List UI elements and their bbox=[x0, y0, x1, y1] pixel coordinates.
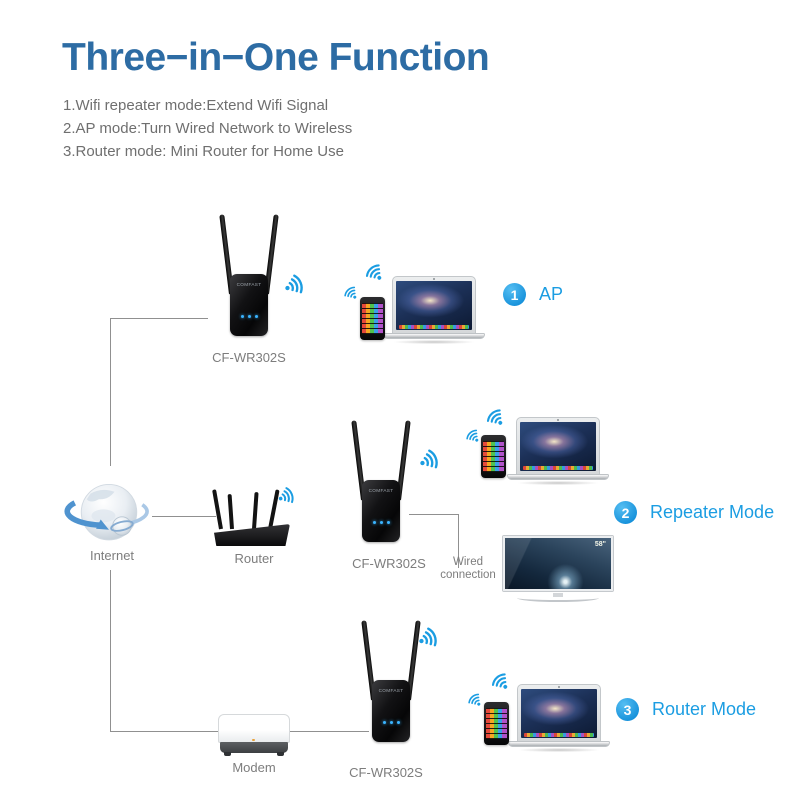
wifi-signal-icon bbox=[491, 673, 508, 689]
led-indicators bbox=[230, 305, 268, 323]
tv-size-badge: 58" bbox=[594, 541, 606, 548]
wifi-signal-icon bbox=[419, 627, 437, 647]
smartphone bbox=[484, 702, 509, 745]
led-indicators bbox=[362, 511, 400, 529]
connector-top-horizontal bbox=[110, 318, 208, 319]
phone-app-grid bbox=[483, 441, 504, 472]
mode-router: 3 Router Mode bbox=[616, 698, 756, 721]
internet-globe-icon bbox=[64, 483, 149, 541]
laptop-base bbox=[507, 474, 609, 480]
dock-bar bbox=[399, 325, 469, 329]
wifi-signal-icon bbox=[468, 693, 481, 706]
router-label: Router bbox=[234, 551, 274, 566]
laptop-shadow bbox=[501, 480, 615, 486]
phone-app-grid bbox=[486, 708, 507, 739]
connector-wired-horizontal bbox=[409, 514, 458, 515]
repeater-body: COMFAST bbox=[362, 480, 400, 542]
webcam-dot bbox=[433, 278, 435, 280]
brand-label: COMFAST bbox=[378, 688, 404, 694]
tv-stand-base bbox=[517, 594, 599, 602]
tv-screen: 58" bbox=[503, 536, 613, 591]
led-indicators bbox=[372, 711, 410, 729]
dock-bar bbox=[524, 733, 594, 737]
connector-internet-router bbox=[152, 516, 216, 517]
feature-item-2: 2.AP mode:Turn Wired Network to Wireless bbox=[63, 120, 353, 137]
repeater-device-bottom: COMFAST bbox=[361, 620, 421, 750]
repeater-body: COMFAST bbox=[372, 680, 410, 742]
phone-app-grid bbox=[362, 303, 383, 334]
mode-label-router: Router Mode bbox=[652, 699, 757, 719]
connector-wired-vertical bbox=[458, 514, 459, 568]
webcam-dot bbox=[558, 686, 560, 688]
mode-badge-1: 1 bbox=[503, 283, 526, 306]
feature-list: 1.Wifi repeater mode:Extend Wifi Signal … bbox=[63, 94, 352, 163]
laptop-base bbox=[508, 741, 610, 747]
wifi-signal-icon bbox=[285, 274, 303, 294]
mode-label-ap: AP bbox=[539, 284, 564, 304]
modem-device bbox=[218, 714, 290, 756]
repeater-body: COMFAST bbox=[230, 274, 268, 336]
laptop-wallpaper bbox=[396, 281, 472, 330]
modem-label: Modem bbox=[232, 760, 276, 775]
laptop-wallpaper bbox=[520, 422, 596, 471]
page-title: Three−in−One Function bbox=[62, 36, 490, 79]
modem-foot bbox=[277, 752, 284, 756]
mode-label-repeater: Repeater Mode bbox=[650, 502, 775, 522]
router-device bbox=[212, 486, 292, 546]
repeater-device-top: COMFAST bbox=[219, 214, 279, 344]
repeater-device-middle: COMFAST bbox=[351, 420, 411, 550]
webcam-dot bbox=[557, 419, 559, 421]
laptop-shadow bbox=[377, 339, 491, 345]
feature-item-3: 3.Router mode: Mini Router for Home Use bbox=[63, 143, 344, 160]
wifi-signal-icon bbox=[344, 286, 357, 299]
mode-repeater: 2 Repeater Mode bbox=[614, 501, 774, 524]
feature-item-1: 1.Wifi repeater mode:Extend Wifi Signal bbox=[63, 97, 329, 114]
mode-ap: 1 AP bbox=[503, 283, 563, 306]
laptop bbox=[501, 417, 615, 487]
connector-top-vertical bbox=[110, 318, 111, 466]
wifi-signal-icon bbox=[486, 409, 503, 425]
smart-tv: 58" bbox=[503, 536, 613, 603]
device-model-label-middle: CF-WR302S bbox=[352, 556, 426, 571]
device-model-label-bottom: CF-WR302S bbox=[349, 765, 423, 780]
connector-to-modem bbox=[110, 731, 218, 732]
wifi-signal-icon bbox=[365, 264, 382, 280]
laptop bbox=[377, 276, 491, 346]
smartphone bbox=[481, 435, 506, 478]
antenna-icon bbox=[212, 489, 223, 530]
modem-foot bbox=[224, 752, 231, 756]
laptop bbox=[502, 684, 616, 754]
modem-base bbox=[220, 742, 288, 753]
laptop-wallpaper bbox=[521, 689, 597, 738]
smartphone bbox=[360, 297, 385, 340]
connector-modem-repeater bbox=[289, 731, 369, 732]
internet-label: Internet bbox=[89, 548, 135, 563]
brand-label: COMFAST bbox=[236, 282, 262, 288]
connector-mid-vertical bbox=[110, 570, 111, 732]
antenna-icon bbox=[227, 493, 234, 530]
dock-bar bbox=[523, 466, 593, 470]
device-model-label-top: CF-WR302S bbox=[212, 350, 286, 365]
brand-label: COMFAST bbox=[368, 488, 394, 494]
wired-connection-label: Wired connection bbox=[440, 556, 496, 581]
mode-badge-3: 3 bbox=[616, 698, 639, 721]
antenna-icon bbox=[252, 491, 259, 530]
wifi-signal-icon bbox=[278, 487, 294, 504]
wifi-signal-icon bbox=[420, 449, 438, 469]
modem-led bbox=[252, 739, 255, 741]
wifi-signal-icon bbox=[466, 429, 479, 442]
laptop-shadow bbox=[502, 747, 616, 753]
mode-badge-2: 2 bbox=[614, 501, 637, 524]
